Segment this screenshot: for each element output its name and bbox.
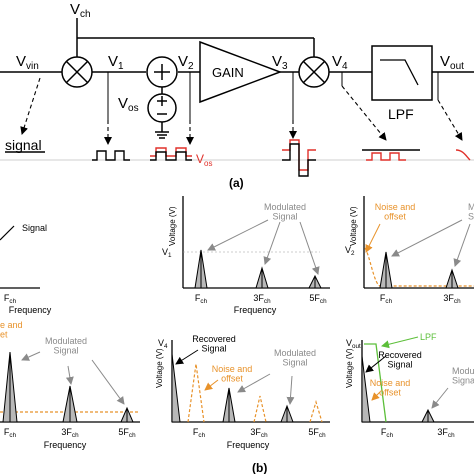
label-gain: GAIN bbox=[212, 65, 244, 80]
label-v4: V4 bbox=[158, 338, 168, 350]
label-v1: V1 bbox=[162, 247, 172, 259]
annotation-arrow bbox=[371, 391, 381, 401]
label-modulated-signal: ModulatSignal bbox=[468, 202, 474, 221]
caption-a: (a) bbox=[229, 176, 244, 190]
annotation-arrow bbox=[453, 223, 471, 267]
label-modulated-signal: ModulaSigna bbox=[452, 366, 474, 385]
x-axis-label: Frequency bbox=[9, 305, 52, 315]
tick-fch: Fch bbox=[4, 293, 17, 305]
tick-label: Fch bbox=[195, 293, 208, 305]
tick-label: Fch bbox=[381, 427, 394, 439]
block-labels: Vch Vvin V1 V2 GAIN V3 V4 Vout Vos LPF s… bbox=[5, 1, 464, 190]
lpf-response-icon bbox=[380, 59, 419, 86]
x-axis-label: Frequency bbox=[227, 440, 270, 450]
label-lpf: LPF bbox=[388, 106, 414, 122]
annotation-arrow bbox=[299, 221, 320, 275]
peak-dc-recovered bbox=[171, 353, 181, 423]
tick-label: Fch bbox=[193, 427, 206, 439]
annotation-arrow bbox=[91, 359, 125, 405]
label-v2: V2 bbox=[345, 245, 355, 257]
lpf-response bbox=[364, 343, 387, 423]
tick-label: 5Fch bbox=[309, 293, 327, 305]
annotation-arrow bbox=[391, 219, 463, 257]
x-axis-label: Frequency bbox=[44, 440, 87, 450]
label-vout: Vout bbox=[440, 53, 464, 72]
annotation-arrow bbox=[286, 375, 295, 405]
y-axis-label: Voltage (V) bbox=[155, 348, 164, 388]
waveform-v4 bbox=[366, 152, 406, 161]
label-v2: V2 bbox=[178, 53, 194, 72]
annotation-arrow bbox=[381, 336, 419, 349]
label-signal-peak: Signal bbox=[22, 223, 47, 233]
waveform-v3 bbox=[282, 143, 316, 177]
block-diagram bbox=[0, 18, 474, 139]
waveform-v1 bbox=[92, 150, 130, 161]
waveform-v2 bbox=[150, 151, 192, 161]
y-axis-label: Voltage (V) bbox=[349, 206, 358, 246]
label-lpf: LPF bbox=[420, 332, 437, 342]
tick-label: 5Fch bbox=[308, 427, 326, 439]
label-vin: Vvin bbox=[16, 53, 39, 72]
waveform-vout bbox=[455, 149, 471, 161]
tick-label: 5Fch bbox=[118, 427, 136, 439]
annotation-arrow bbox=[365, 223, 381, 253]
probe-arrows bbox=[20, 77, 463, 145]
annotation-arrow bbox=[263, 221, 281, 265]
x-axis-label: Frequency bbox=[234, 305, 277, 315]
lpf-block bbox=[371, 45, 433, 101]
label-v3: V3 bbox=[272, 53, 288, 72]
y-axis-label: Voltage (V) bbox=[345, 348, 354, 388]
label-vch: Vch bbox=[70, 1, 91, 20]
peak-dc-recovered bbox=[361, 355, 371, 423]
label-v4: V4 bbox=[332, 53, 348, 72]
label-v1: V1 bbox=[108, 53, 124, 72]
tick-label: Fch bbox=[380, 293, 393, 305]
noise-shifted-harmonics bbox=[187, 363, 323, 423]
annotation-arrow bbox=[237, 373, 271, 393]
annotation-arrow bbox=[65, 365, 74, 385]
annotation-arrow bbox=[207, 219, 269, 251]
caption-b: (b) bbox=[252, 461, 267, 474]
tick-label: 3Fch bbox=[437, 427, 455, 439]
annotation-arrow bbox=[431, 387, 449, 409]
y-axis-label: Voltage (V) bbox=[168, 206, 177, 246]
annotation-arrow bbox=[365, 355, 387, 373]
label-vos: Vos bbox=[118, 95, 139, 114]
annotation-arrow bbox=[175, 349, 199, 365]
tick-label: 3Fch bbox=[250, 427, 268, 439]
label-vos-wave: Vos bbox=[196, 152, 212, 168]
annotation-arrow bbox=[204, 379, 219, 391]
signal-trace bbox=[0, 225, 15, 241]
gain-amplifier bbox=[199, 40, 283, 104]
tick-label: 3Fch bbox=[253, 293, 271, 305]
label-signal: signal bbox=[5, 137, 42, 153]
tick-label: 3Fch bbox=[443, 293, 461, 305]
tick-label: Fch bbox=[4, 427, 17, 439]
tick-label: 3Fch bbox=[61, 427, 79, 439]
label-vout: Vout bbox=[346, 338, 361, 350]
waveforms bbox=[5, 139, 471, 177]
annotation-arrow bbox=[21, 351, 41, 361]
